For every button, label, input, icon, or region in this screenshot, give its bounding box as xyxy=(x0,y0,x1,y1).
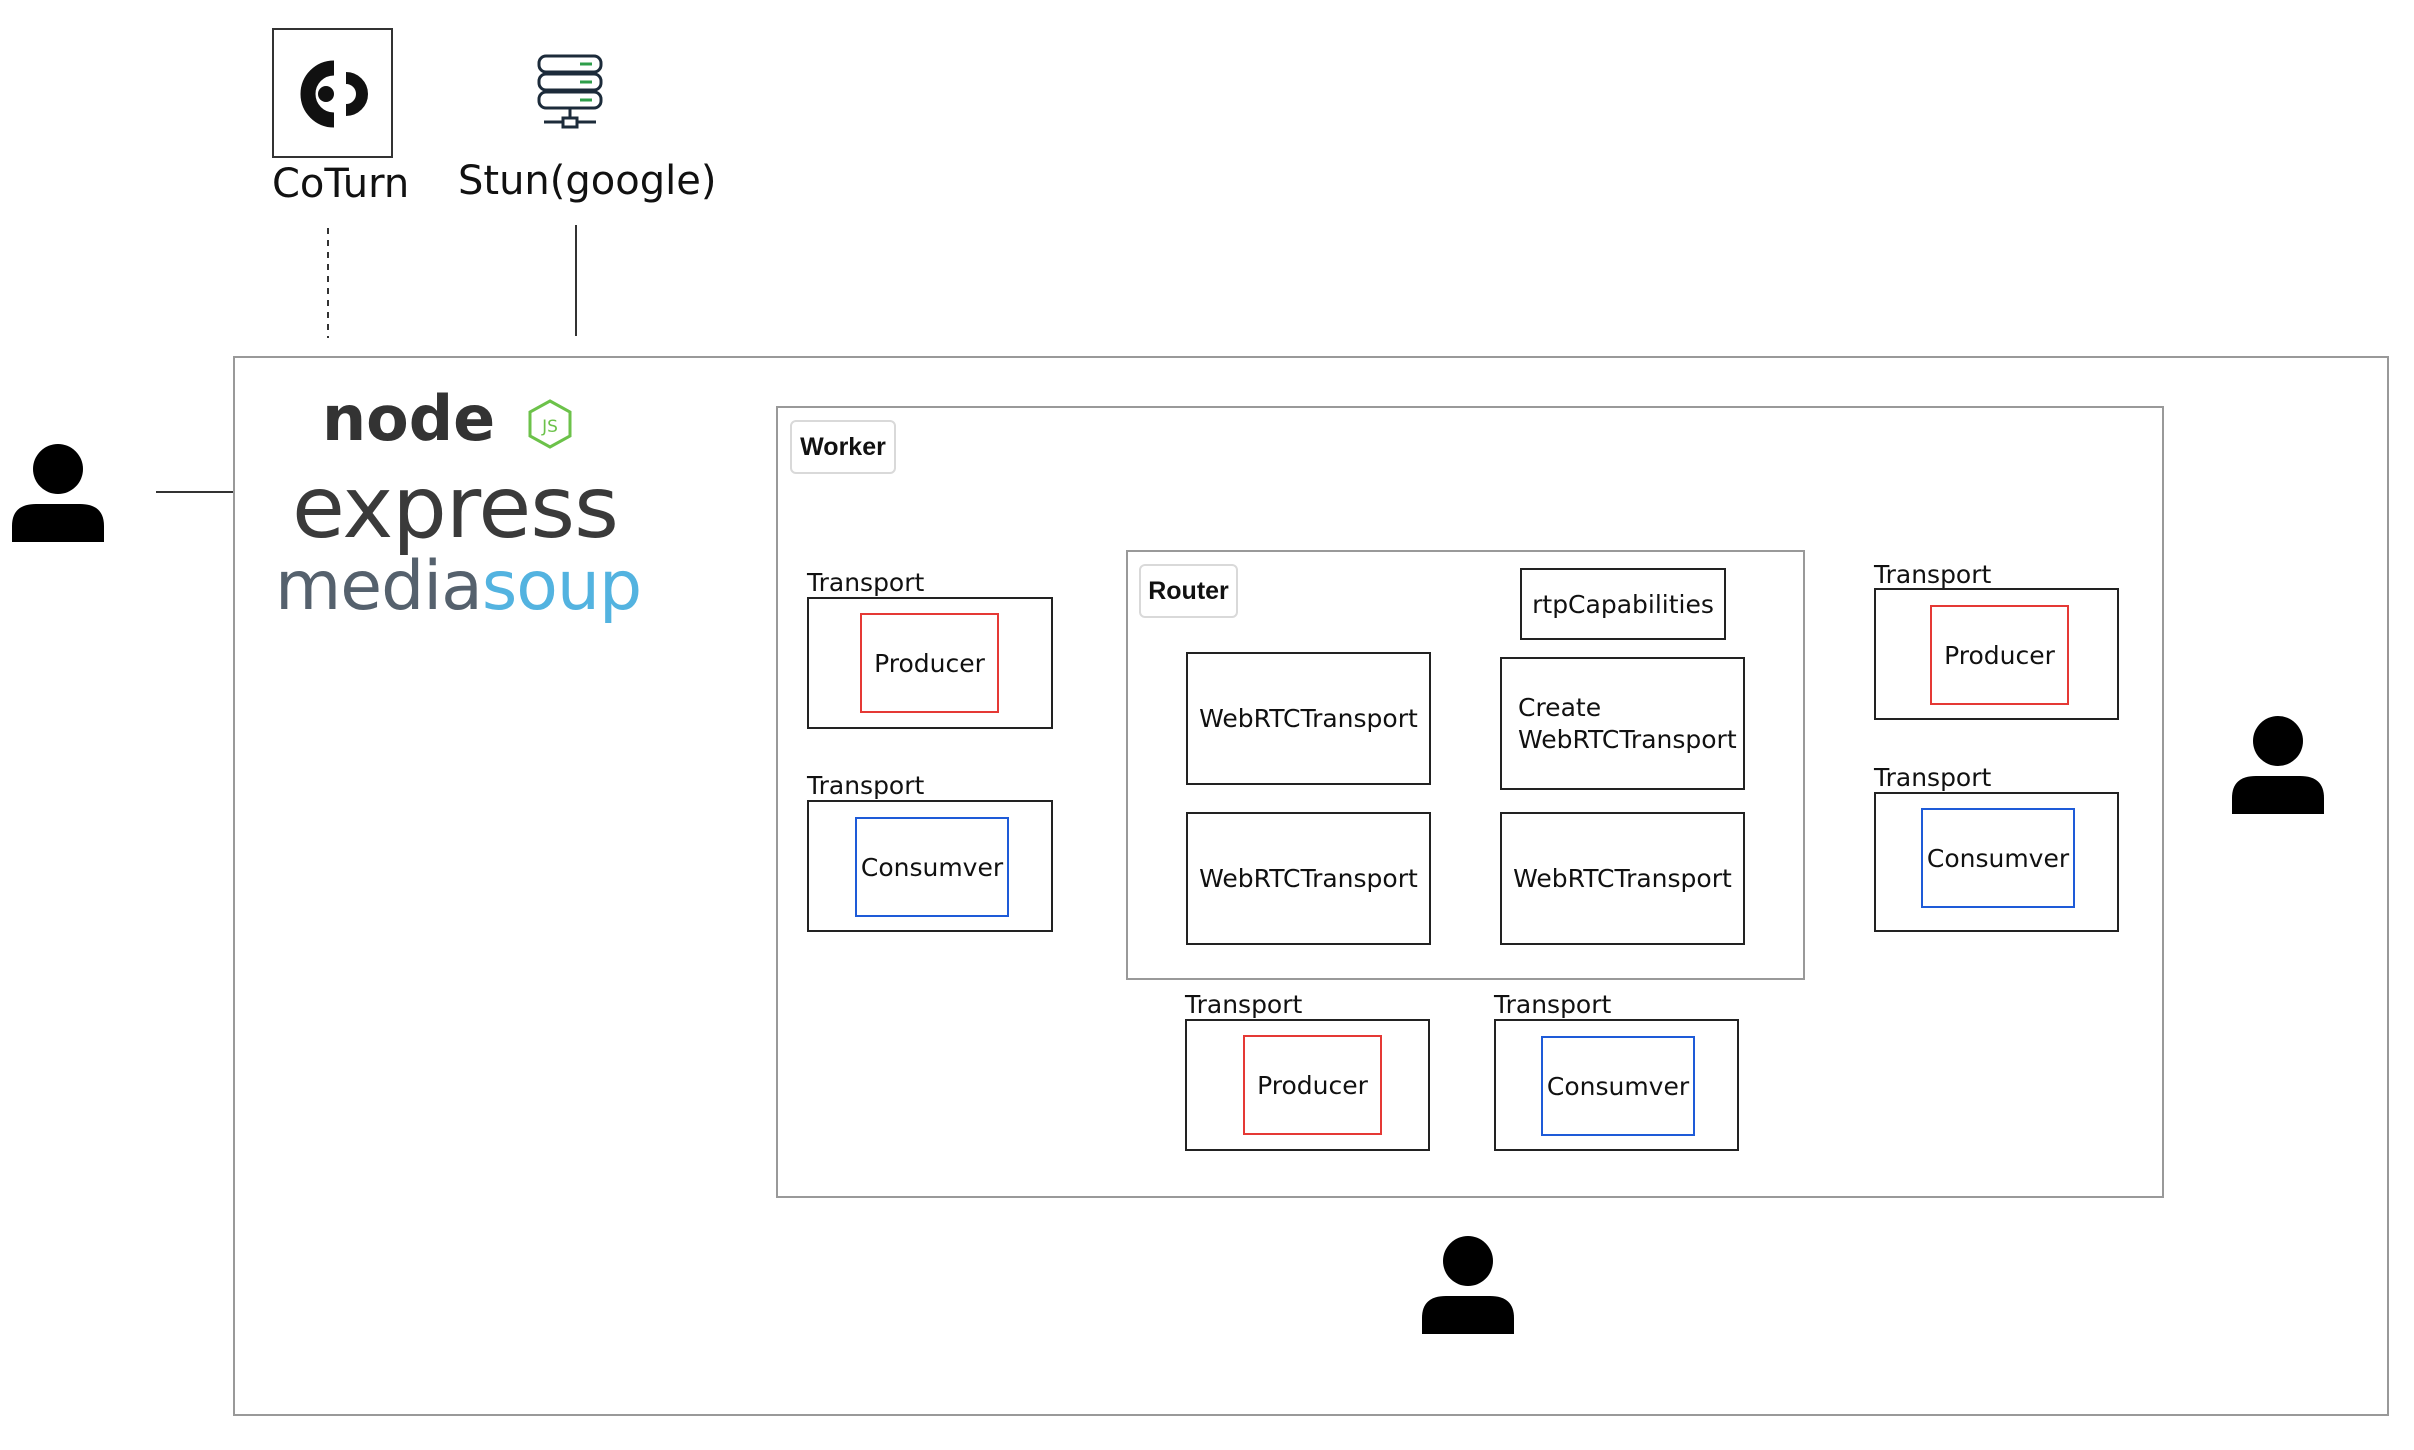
server-icon xyxy=(537,54,603,129)
mediasoup-logo: mediasoup xyxy=(275,547,642,626)
worker-label: Worker xyxy=(790,420,896,474)
nodejs-badge-label: JS xyxy=(541,417,558,437)
transport-label-right-consumer: Transport xyxy=(1874,763,1992,792)
node-logo: node xyxy=(322,378,592,460)
svg-text:node: node xyxy=(322,382,495,455)
router-label: Router xyxy=(1139,564,1238,618)
coturn-logo-box xyxy=(272,28,393,158)
transport-label-bottom-consumer: Transport xyxy=(1494,990,1612,1019)
router-webrtc-transport-1: WebRTCTransport xyxy=(1186,652,1431,785)
coturn-logo-icon xyxy=(300,60,368,128)
mediasoup-logo-soup: soup xyxy=(481,547,642,626)
consumer-right: Consumver xyxy=(1921,808,2075,908)
router-webrtc-transport-3: WebRTCTransport xyxy=(1500,812,1745,945)
user-icon xyxy=(2232,716,2324,814)
transport-label-left-consumer: Transport xyxy=(807,771,925,800)
consumer-bottom: Consumver xyxy=(1541,1036,1695,1136)
nodejs-badge: JS xyxy=(527,399,573,449)
coturn-label: CoTurn xyxy=(272,161,410,207)
express-logo: express xyxy=(292,458,619,558)
producer-left: Producer xyxy=(860,613,999,713)
router-webrtc-transport-2: WebRTCTransport xyxy=(1186,812,1431,945)
producer-right: Producer xyxy=(1930,605,2069,705)
transport-label-right-producer: Transport xyxy=(1874,560,1992,589)
rtp-capabilities: rtpCapabilities xyxy=(1520,568,1726,640)
producer-bottom: Producer xyxy=(1243,1035,1382,1135)
transport-label-bottom-producer: Transport xyxy=(1185,990,1303,1019)
consumer-left: Consumver xyxy=(855,817,1009,917)
router-create-webrtc-transport: Create WebRTCTransport xyxy=(1500,657,1745,790)
transport-label-left-producer: Transport xyxy=(807,568,925,597)
stun-label: Stun(google) xyxy=(458,158,717,204)
user-icon xyxy=(1422,1236,1514,1334)
mediasoup-logo-media: media xyxy=(275,547,483,626)
user-icon xyxy=(12,444,104,542)
